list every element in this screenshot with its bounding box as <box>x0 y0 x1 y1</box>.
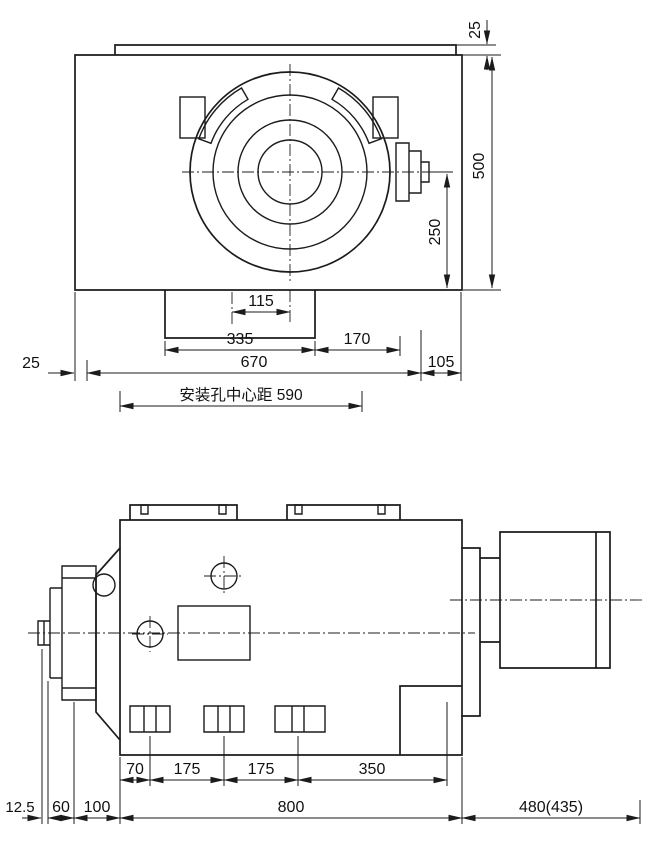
side-view-dimensions: 70 175 175 350 12.5 60 100 800 480(435) <box>5 761 641 822</box>
side-view-outline <box>95 504 463 756</box>
bracket-hole-circle <box>92 573 116 597</box>
top-view-dimensions: 25 500 250 115 335 170 25 670 105 安装孔中心距… <box>22 20 496 410</box>
dim-text-800: 800 <box>278 799 305 816</box>
dim-text-105: 105 <box>428 354 455 371</box>
dim-text-670: 670 <box>241 354 268 371</box>
dim-text-mounting-distance: 安装孔中心距 590 <box>179 386 303 404</box>
dim-text-175a: 175 <box>174 761 201 778</box>
side-view-extension-lines <box>41 649 641 824</box>
tab-right <box>372 96 399 139</box>
foot-pads <box>129 705 326 733</box>
dim-text-70: 70 <box>126 761 144 778</box>
dim-text-25-top: 25 <box>467 21 484 39</box>
dim-text-480: 480(435) <box>519 799 583 816</box>
dim-text-115: 115 <box>248 293 274 310</box>
shaft-stub <box>395 142 430 202</box>
top-view: 25 500 250 115 335 170 25 670 105 安装孔中心距… <box>22 20 501 412</box>
dim-text-25-left: 25 <box>22 355 40 372</box>
motor-outline <box>461 531 611 717</box>
pad-bolt-marks <box>140 504 386 515</box>
arc-slot-right <box>331 87 383 145</box>
side-view: 70 175 175 350 12.5 60 100 800 480(435) <box>5 504 645 824</box>
dim-text-175b: 175 <box>248 761 275 778</box>
top-view-centerlines <box>182 64 440 324</box>
dim-text-250: 250 <box>427 219 444 246</box>
top-view-outline <box>74 44 463 339</box>
dim-text-170: 170 <box>344 331 371 348</box>
dim-text-335: 335 <box>227 331 254 348</box>
plug-crosshairs <box>132 556 244 652</box>
input-shaft-assembly <box>37 565 97 701</box>
arc-slot-left <box>197 87 249 145</box>
dim-text-100: 100 <box>84 799 111 816</box>
dim-text-500: 500 <box>471 153 488 180</box>
dim-text-350: 350 <box>359 761 386 778</box>
tab-left <box>179 96 206 139</box>
dim-text-60: 60 <box>52 799 70 816</box>
dim-text-12-5: 12.5 <box>5 799 34 816</box>
